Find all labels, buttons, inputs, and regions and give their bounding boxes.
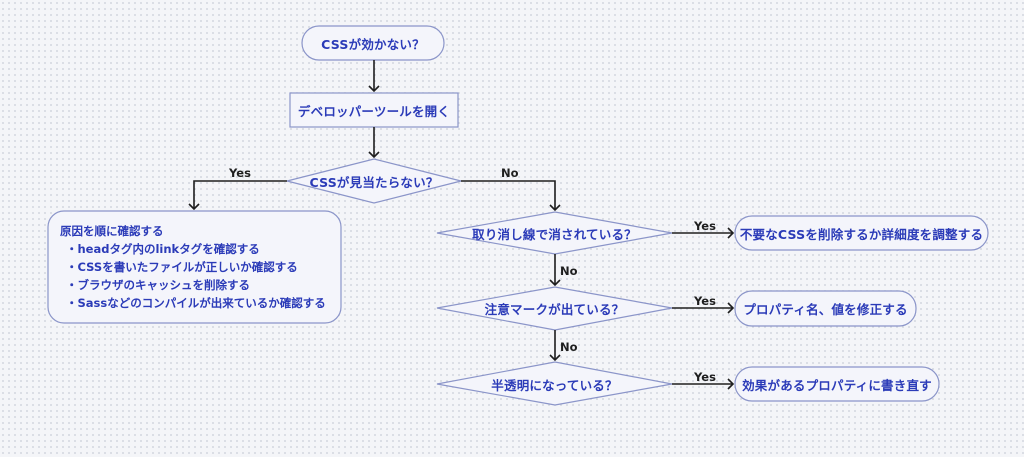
- start-terminal-shape: [301, 25, 445, 61]
- edge-label-warning-yes: Yes: [694, 294, 716, 308]
- check-causes-node: 原因を順に確認する ・headタグ内のlinkタグを確認する ・CSSを書いたフ…: [60, 222, 326, 312]
- check-causes-item: ・CSSを書いたファイルが正しいか確認する: [66, 260, 298, 274]
- start-node: CSSが効かない？: [321, 36, 425, 52]
- check-causes-item: ・Sassなどのコンパイルが出来ているか確認する: [66, 296, 326, 310]
- check-causes-box-shape: [47, 210, 342, 324]
- devtools-node: デベロッパーツールを開く: [297, 103, 451, 119]
- decision-strikethrough-node: 取り消し線で消されている？: [472, 226, 637, 242]
- edge-not-found-yes: [188, 180, 287, 211]
- edge-not-found-no: [461, 180, 561, 212]
- result-fix-property-node: プロパティ名、値を修正する: [743, 302, 908, 317]
- check-causes-item: ・headタグ内のlinkタグを確認する: [66, 242, 260, 256]
- result-fix-property-shape: [734, 290, 917, 327]
- check-causes-title: 原因を順に確認する: [60, 224, 164, 238]
- result-rewrite-property-node: 効果があるプロパティに書き直す: [742, 377, 932, 393]
- result-specificity-node: 不要なCSSを削除するか詳細度を調整する: [739, 226, 984, 242]
- result-specificity-shape: [734, 215, 989, 251]
- edge-label-strikethrough-yes: Yes: [694, 219, 716, 233]
- edge-label-not-found-yes: Yes: [229, 166, 251, 180]
- devtools-process-shape: [289, 92, 459, 128]
- decision-not-found-node: CSSが見当たらない？: [309, 174, 439, 190]
- edge-label-not-found-no: No: [501, 166, 519, 180]
- result-rewrite-property-shape: [734, 366, 940, 402]
- edge-label-warning-no: No: [560, 340, 578, 354]
- decision-warning-node: 注意マークが出ている？: [484, 301, 625, 317]
- decision-translucent-node: 半透明になっている？: [491, 377, 618, 393]
- edge-label-strikethrough-no: No: [560, 264, 578, 278]
- edge-label-translucent-yes: Yes: [694, 370, 716, 384]
- check-causes-item: ・ブラウザのキャッシュを削除する: [66, 278, 250, 292]
